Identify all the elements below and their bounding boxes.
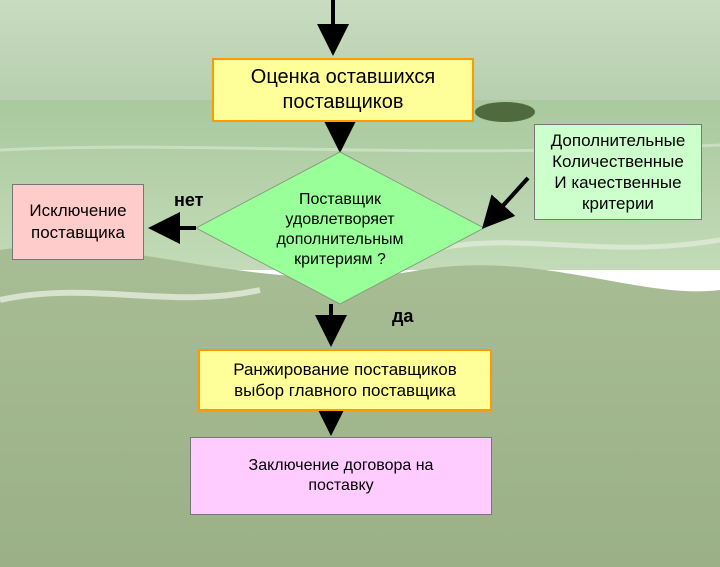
label-yes: да — [392, 306, 414, 326]
decision-diamond — [194, 151, 486, 305]
decision-line-1: Поставщик — [298, 191, 382, 208]
conclude-contract-box: Заключение договора на поставку — [190, 437, 492, 515]
criteria-line-2: Количественные — [552, 152, 684, 171]
rank-line-2: выбор главного поставщика — [234, 381, 456, 400]
contract-line-2: поставку — [308, 477, 374, 494]
exclude-line-2: поставщика — [30, 223, 125, 242]
evaluate-remaining-suppliers-box: Оценка оставшихся поставщиков — [212, 58, 474, 122]
exclude-line-1: Исключение — [29, 201, 127, 220]
decision-line-3: дополнительным — [276, 231, 404, 248]
exclude-supplier-box: Исключение поставщика — [12, 184, 144, 260]
criteria-line-3: И качественные — [554, 173, 682, 192]
rank-line-1: Ранжирование поставщиков — [233, 360, 457, 379]
decision-line-4: критериям ? — [294, 251, 386, 268]
decision-line-2: удовлетворяет — [285, 211, 395, 228]
rank-suppliers-box: Ранжирование поставщиков выбор главного … — [198, 349, 492, 411]
arrow-criteria-to-decision — [481, 176, 530, 229]
additional-criteria-box: Дополнительные Количественные И качестве… — [534, 124, 702, 220]
evaluate-line-2: поставщиков — [282, 91, 404, 113]
criteria-line-4: критерии — [582, 194, 654, 213]
evaluate-line-1: Оценка оставшихся — [250, 66, 436, 88]
decision-text: Поставщик удовлетворяет дополнительным к… — [240, 190, 440, 270]
criteria-line-1: Дополнительные — [550, 131, 686, 150]
label-no: нет — [174, 190, 204, 210]
contract-line-1: Заключение договора на — [248, 457, 434, 474]
